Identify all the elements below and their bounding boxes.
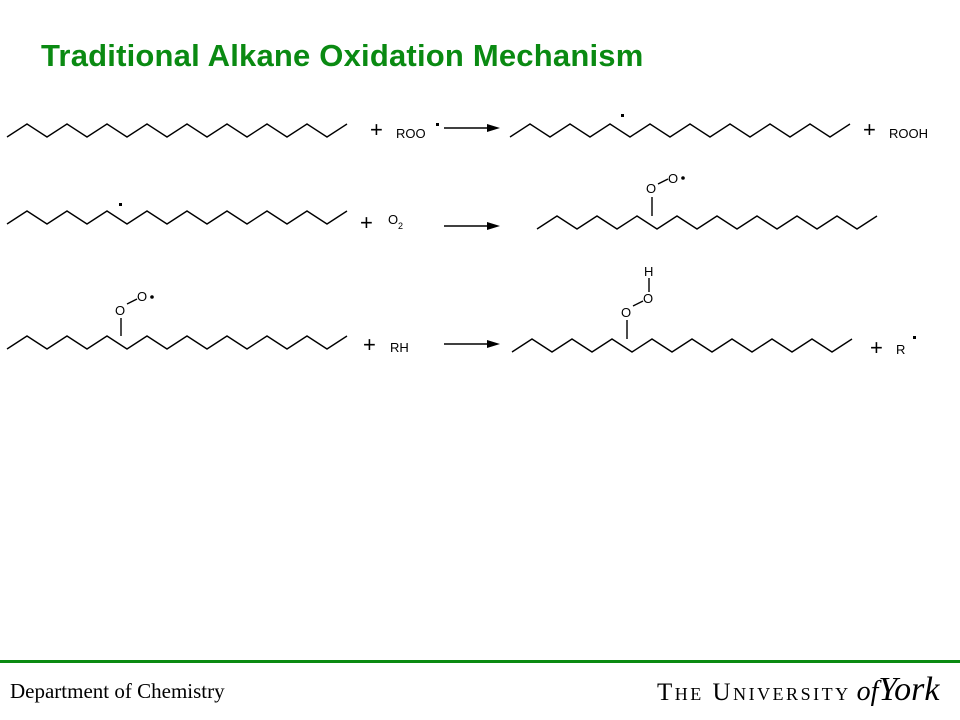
atom-label-oxygen: O — [137, 289, 147, 304]
arrowhead-2 — [487, 222, 500, 230]
radical-dot-peroxy-2 — [681, 176, 685, 180]
plus-sign: + — [363, 332, 376, 357]
reagent-label: ROO — [396, 126, 426, 141]
atom-label-oxygen: O — [646, 181, 656, 196]
radical-dot-product2-3 — [913, 336, 916, 339]
footer-rule — [0, 660, 960, 663]
radical-dot-peroxy-3 — [150, 295, 154, 299]
byproduct-label: ROOH — [889, 126, 928, 141]
university-name: York — [878, 671, 940, 708]
atom-label-hydrogen: H — [644, 264, 653, 279]
atom-label-oxygen: O — [668, 171, 678, 186]
alkyl-radical-chain-product — [509, 123, 851, 138]
university-prefix: The University — [657, 679, 851, 706]
reagent-label: RH — [390, 340, 409, 355]
plus-sign: + — [870, 335, 883, 360]
radical-dot-reagent-1 — [436, 123, 439, 126]
reagent-subscript: 2 — [398, 221, 403, 231]
university-logo: The University ofYork — [657, 671, 939, 711]
plus-sign: + — [863, 117, 876, 142]
radical-dot-product-1 — [621, 114, 624, 117]
department-name: Department of Chemistry — [10, 679, 225, 703]
atom-label-oxygen: O — [643, 291, 653, 306]
hydroperoxide-bond-o-o — [632, 300, 644, 307]
atom-label-oxygen: O — [621, 305, 631, 320]
byproduct-label: R — [896, 342, 905, 357]
slide-title: Traditional Alkane Oxidation Mechanism — [41, 38, 644, 73]
peroxy-radical-chain-reactant — [6, 335, 348, 350]
arrowhead-1 — [487, 124, 500, 132]
peroxy-radical-chain-product — [536, 215, 878, 230]
alkane-chain-reactant — [6, 123, 348, 138]
plus-sign: + — [360, 210, 373, 235]
radical-dot-reactant-2 — [119, 203, 122, 206]
hydroperoxide-chain-product — [511, 338, 853, 353]
atom-label-oxygen: O — [115, 303, 125, 318]
peroxy-bond-o-o — [657, 178, 669, 185]
arrowhead-3 — [487, 340, 500, 348]
reagent-label: O — [388, 212, 398, 227]
peroxy-bond-o-o-reactant — [126, 298, 138, 305]
plus-sign: + — [370, 117, 383, 142]
university-of: of — [856, 676, 879, 707]
alkyl-radical-chain-reactant — [6, 210, 348, 225]
